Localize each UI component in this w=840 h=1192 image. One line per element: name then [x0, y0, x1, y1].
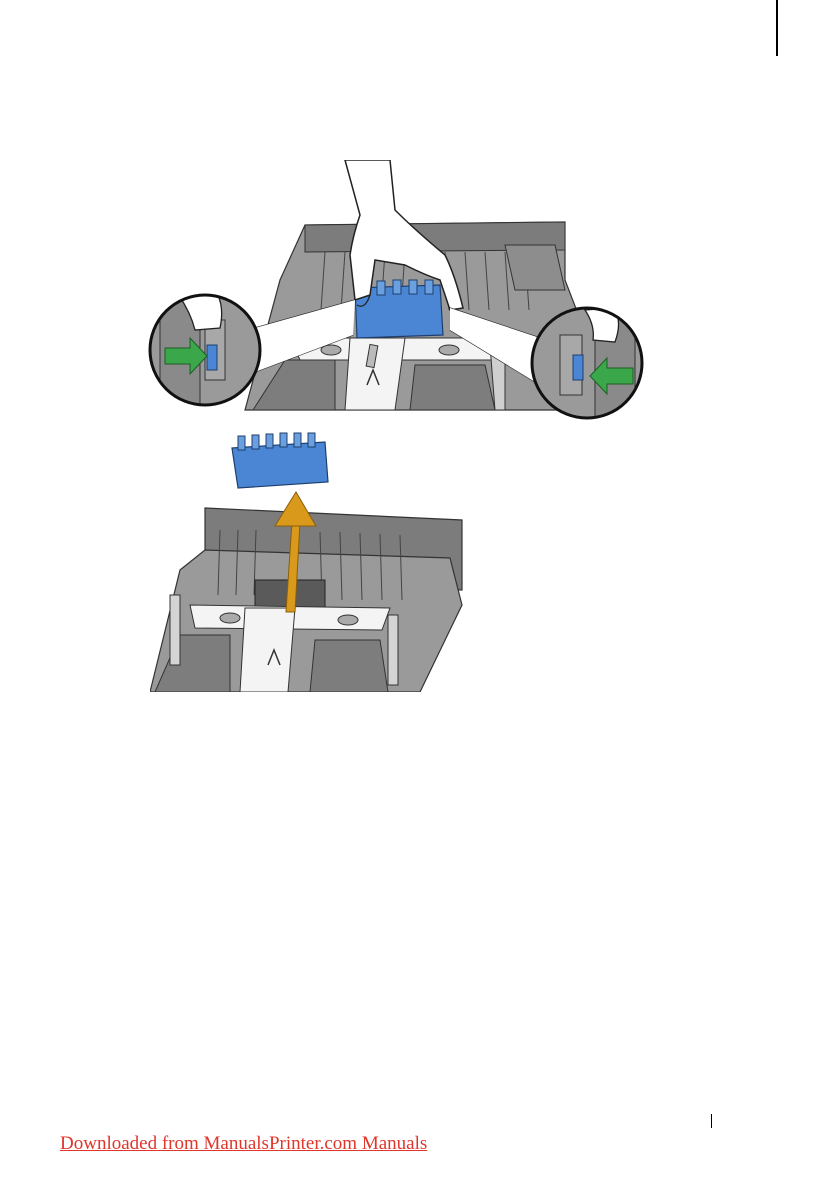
- page-edge-rule: [776, 0, 778, 56]
- squeeze-levers-illustration: [145, 160, 650, 422]
- lift-separator-illustration: [150, 430, 464, 692]
- separator-release-drawing: [145, 160, 650, 422]
- footer-download-link[interactable]: Downloaded from ManualsPrinter.com Manua…: [60, 1133, 427, 1155]
- separator-removal-drawing: [150, 430, 464, 692]
- footer-tick-mark: [711, 1114, 712, 1128]
